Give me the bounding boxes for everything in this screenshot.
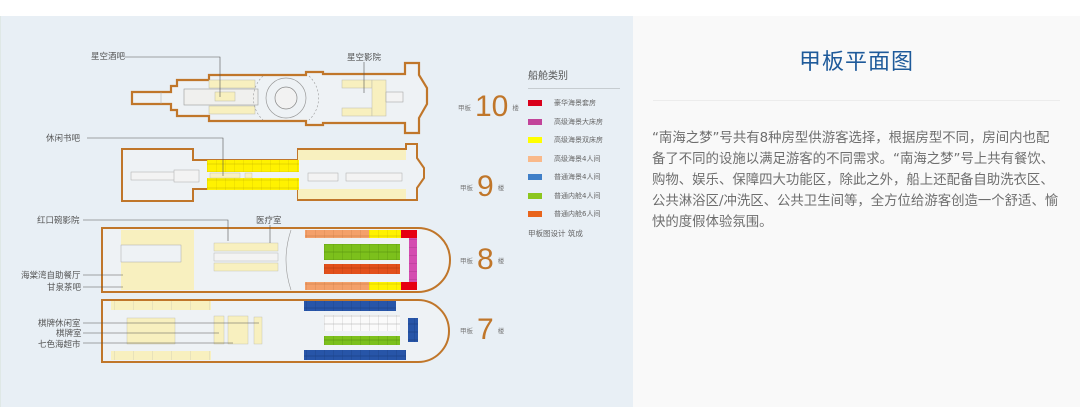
deck-label-7: 甲板 7 楼 <box>460 313 505 346</box>
deck-10-outline <box>130 61 429 135</box>
legend-item: 普通内舱4人间 <box>528 187 628 206</box>
info-body: “南海之梦”号共有8种房型供游客选择，根据房型不同，房间内也配备了不同的设施以满… <box>652 131 1059 230</box>
legend-swatch-magenta <box>528 118 542 125</box>
deck-label-10: 甲板 10 楼 <box>458 90 519 123</box>
legend-item: 豪华海景套房 <box>528 94 628 113</box>
legend-item: 高级海景4人间 <box>528 150 628 169</box>
info-panel: 甲板平面图 “南海之梦”号共有8种房型供游客选择，根据房型不同，房间内也配备了不… <box>633 16 1080 407</box>
callout-chess-lounge: 棋牌休闲室 <box>38 319 81 329</box>
callout-star-cinema: 星空影院 <box>347 53 382 63</box>
callout-qise-supermarket: 七色海超市 <box>38 340 81 350</box>
callout-lines <box>83 56 365 344</box>
callout-leisure-book-bar: 休闲书吧 <box>46 134 81 144</box>
callout-chess-room: 棋牌室 <box>56 329 82 339</box>
callout-medical-room: 医疗室 <box>256 216 282 226</box>
legend-swatch-orange <box>528 211 542 218</box>
deck-label-9: 甲板 9 楼 <box>460 170 505 203</box>
legend-item: 普通内舱6人间 <box>528 205 628 224</box>
callout-ganquan-tea: 甘泉茶吧 <box>47 283 82 293</box>
deck-7-outline <box>101 299 450 363</box>
deck-label-8: 甲板 8 楼 <box>460 243 505 276</box>
legend-swatch-yellow <box>528 137 542 144</box>
info-title: 甲板平面图 <box>798 50 914 75</box>
legend-swatch-green <box>528 192 542 199</box>
legend-item: 高级海景大床房 <box>528 113 628 132</box>
callout-seaside-buffet: 海棠湾自助餐厅 <box>21 271 81 281</box>
legend-credit: 甲板图设计 筑成 <box>528 228 583 238</box>
deck-8-outline <box>101 227 451 293</box>
legend-swatch-blue <box>528 174 542 181</box>
legend-swatch-peach <box>528 155 542 162</box>
deck-9-outline <box>121 143 425 202</box>
cabin-legend: 船舱类别 豪华海景套房 高级海景大床房 高级海景双床房 高级海景4人间 普通海景… <box>528 67 628 239</box>
legend-swatch-red <box>528 100 542 107</box>
deck-plan-drawing <box>83 56 451 363</box>
callout-red-mouth-cinema: 红口碗影院 <box>37 216 80 226</box>
deck-plan-image: 星空酒吧 星空影院 休闲书吧 红口碗影院 医疗室 海棠湾自助餐厅 甘泉茶吧 棋牌… <box>0 16 633 407</box>
info-divider <box>653 100 1060 101</box>
legend-title: 船舱类别 <box>528 67 620 89</box>
callout-star-bar: 星空酒吧 <box>91 52 126 62</box>
legend-item: 普通海景4人间 <box>528 168 628 187</box>
legend-item: 高级海景双床房 <box>528 131 628 150</box>
